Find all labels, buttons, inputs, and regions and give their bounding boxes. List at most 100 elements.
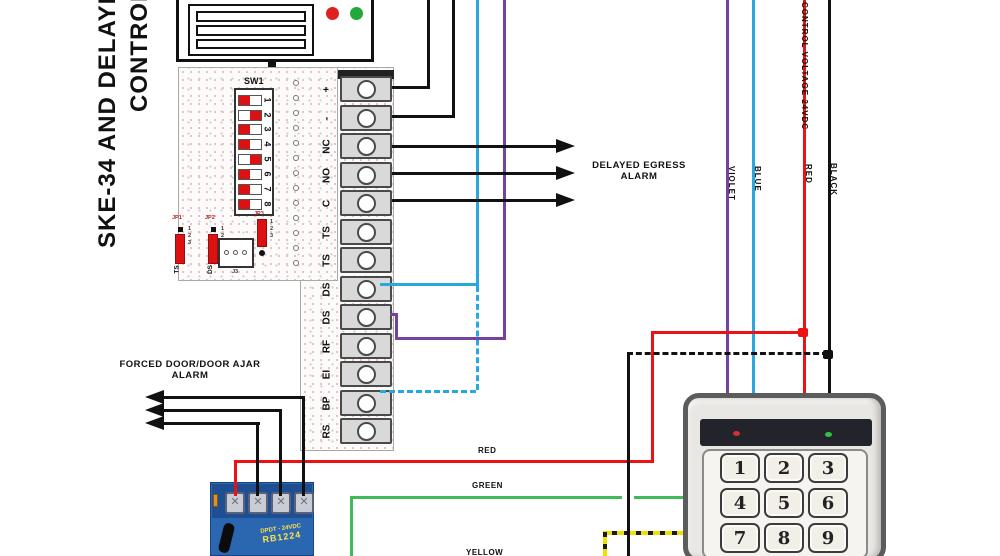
dip-switch-4: 4: [238, 139, 278, 151]
black-power-wire: [427, 0, 430, 89]
relay-terminal-screw: [225, 492, 245, 514]
terminal-screw: [340, 276, 392, 302]
jp3-label: JP3: [254, 211, 264, 217]
pcb-hole: [293, 155, 299, 161]
green-led-icon: [350, 7, 363, 20]
terminal-label: NO: [321, 168, 333, 183]
dip-number: 1: [262, 97, 273, 103]
violet-wire: [503, 0, 506, 340]
violet-wire-label: VIOLET: [727, 166, 736, 201]
black-power-wire: [392, 115, 455, 118]
jp2-label: JP2: [205, 215, 215, 221]
forced-alarm-wire: [162, 409, 282, 412]
dip-switch-8: 8: [238, 199, 278, 211]
terminal-bp: BP: [318, 390, 394, 417]
terminal-nc: NC: [318, 133, 394, 160]
dip-slider: [238, 110, 262, 121]
pcb-hole: [293, 170, 299, 176]
red-wire-label: RED: [478, 446, 497, 455]
black-keypad-wire: [828, 0, 831, 394]
terminal-ds2: DS: [318, 304, 394, 331]
terminal-screw: [340, 76, 392, 102]
keypad-led-band: [700, 419, 872, 446]
keypad-key-1[interactable]: 1: [720, 453, 760, 483]
terminal-screw: [340, 333, 392, 359]
sw1-label: SW1: [244, 76, 264, 86]
black-power-wire: [452, 0, 455, 118]
arrow-right-icon: [556, 166, 575, 180]
yellow-wire: [603, 531, 607, 556]
black-wire-label: BLACK: [829, 163, 838, 196]
violet-wire: [395, 337, 506, 340]
red-wire: [234, 460, 237, 496]
pcb-hole: [293, 200, 299, 206]
red-led-icon: [326, 7, 339, 20]
forced-alarm-wire: [302, 396, 305, 496]
violet-wire: [395, 313, 398, 340]
jp2-jumper: [208, 234, 218, 264]
keypad-key-9[interactable]: 9: [808, 523, 848, 553]
pcb-hole: [293, 140, 299, 146]
terminal-screw: [340, 247, 392, 273]
keypad-key-5[interactable]: 5: [764, 488, 804, 518]
forced-door-line1: FORCED DOOR/DOOR AJAR: [119, 359, 261, 370]
terminal-label: RF: [321, 339, 333, 354]
delayed-egress-line2: ALARM: [620, 171, 658, 182]
green-wire: [352, 496, 622, 499]
terminal-c: C: [318, 190, 394, 217]
pcb-hole: [293, 245, 299, 251]
black-junction-dot: [823, 350, 833, 359]
keypad-key-3[interactable]: 3: [808, 453, 848, 483]
terminal-screw: [340, 162, 392, 188]
keypad-key-7[interactable]: 7: [720, 523, 760, 553]
keypad-key-4[interactable]: 4: [720, 488, 760, 518]
dip-slider: [238, 95, 262, 106]
terminal-strip-cap: [338, 70, 394, 79]
forced-alarm-wire: [256, 422, 259, 496]
red-junction-dot: [798, 328, 808, 337]
green-wire: [350, 496, 353, 556]
dip-number: 2: [262, 112, 273, 118]
terminal-screw: [340, 390, 392, 416]
jp2-pin: [211, 227, 216, 232]
keypad-key-6[interactable]: 6: [808, 488, 848, 518]
sw1-dip-block: [234, 88, 274, 216]
jp1-function-label: TS: [173, 265, 181, 274]
keypad-key-2[interactable]: 2: [764, 453, 804, 483]
keypad-key-8[interactable]: 8: [764, 523, 804, 553]
terminal-screw: [340, 105, 392, 131]
red-wire: [651, 331, 654, 463]
dip-switch-5: 5: [238, 154, 278, 166]
maglock-slot: [196, 25, 306, 36]
forced-alarm-wire: [279, 409, 282, 496]
black-wire: [627, 352, 828, 355]
terminal-label: RS: [321, 424, 333, 439]
pcb-hole: [293, 110, 299, 116]
jp3-pin: [259, 250, 265, 256]
jp3-jumper: [257, 219, 267, 247]
arrow-left-icon: [145, 416, 164, 430]
arrow-left-icon: [145, 403, 164, 417]
red-wire: [651, 331, 806, 334]
dip-number: 6: [262, 171, 273, 177]
red-vertical-wire-label: RED: [804, 164, 813, 184]
terminal-label: TS: [321, 226, 333, 239]
terminal-screw: [340, 219, 392, 245]
dip-slider: [238, 199, 262, 210]
pcb-hole: [293, 125, 299, 131]
terminal-screw: [340, 304, 392, 330]
relay-output-wire: [392, 172, 558, 175]
terminal-minus: -: [318, 105, 394, 132]
terminal-screw: [340, 361, 392, 387]
jp1-label: JP1: [172, 215, 182, 221]
pcb-hole: [293, 80, 299, 86]
resistor-icon: [213, 494, 218, 507]
pcb-hole: [293, 185, 299, 191]
delayed-egress-alarm-label: DELAYED EGRESS ALARM: [575, 160, 703, 182]
dip-number: 3: [262, 126, 273, 132]
terminal-no: NO: [318, 162, 394, 189]
maglock-slot: [196, 11, 306, 22]
diagram-title-line1: SKE-34 AND DELAYED: [94, 0, 121, 248]
jp2-function-label: DS: [207, 264, 215, 275]
